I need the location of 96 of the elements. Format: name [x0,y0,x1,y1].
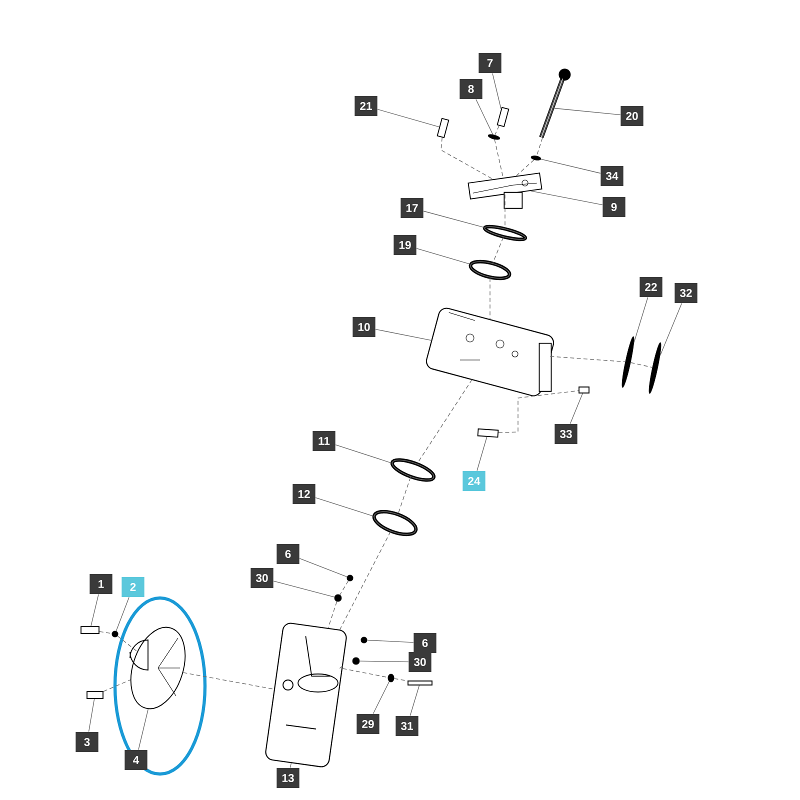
leader-line [138,708,149,750]
assembly-line [182,672,274,690]
callout-number: 8 [460,79,482,99]
callout-number: 24 [462,471,486,491]
assembly-line [440,137,494,180]
leader-line [375,328,432,341]
assembly-line [340,580,349,596]
callout-number: 10 [352,317,376,337]
leader-line [410,685,420,716]
leader-line [634,296,648,343]
assembly-line [394,678,408,682]
assembly-line [99,631,112,634]
callout-number: 29 [356,714,380,734]
o-ring-drawing [488,134,500,140]
leader-line [476,436,488,472]
assembly-line [492,237,504,264]
assembly-line [498,390,579,433]
leader-line [88,698,95,732]
leader-line [570,393,583,424]
callout-number: 21 [354,96,378,116]
assembly-line [103,679,131,692]
callout-number: 33 [554,424,578,444]
callout-number: 31 [396,716,418,736]
assembly-line [516,160,534,176]
leader-line [372,681,390,714]
leader-line [299,558,348,578]
bolt-drawing [436,118,450,138]
callout-number: 22 [640,277,662,297]
callout-number: 6 [414,633,436,653]
assembly-line [340,531,391,630]
callout-number: 2 [122,577,144,597]
leader-line [423,210,484,228]
assembly-line [630,362,653,368]
cover-drawing [130,626,186,710]
gasket-drawing [648,342,662,394]
assembly-line [416,379,472,464]
washer-drawing [334,594,342,602]
assembly-line [494,139,504,178]
assembly-line [494,125,500,136]
leader-line [335,444,392,464]
callout-number: 17 [400,198,424,218]
callout-number: 34 [600,166,624,186]
callout-number: 30 [250,568,274,588]
washer-drawing [112,630,118,638]
callout-number: 1 [90,574,112,594]
leader-line [492,72,502,110]
callout-number: 3 [76,732,98,752]
bracket-drawing [468,172,542,209]
assembly-line [117,636,138,652]
bolt-drawing [86,691,104,699]
dipstick-drawing [539,68,571,138]
assembly-line [550,356,626,362]
leader-line [359,660,409,662]
seal-ring-drawing [482,224,528,242]
bolt-drawing [477,428,499,438]
leader-line [530,190,603,206]
leader-line [540,158,601,174]
callout-number: 11 [312,431,336,451]
leader-line [416,248,471,265]
callout-number: 7 [478,53,502,73]
leader-line [116,596,130,632]
leader-line [290,762,292,768]
callout-number: 30 [408,652,432,672]
bolt-drawing [80,626,100,634]
washer-drawing [530,156,542,160]
nut-drawing [346,574,354,582]
assembly-line [339,665,388,678]
bolt-drawing [408,680,432,686]
leader-line [315,497,374,516]
bolt-drawing [496,106,510,128]
leader-line [90,594,99,626]
callout-number: 20 [620,106,644,126]
assembly-line [536,137,543,156]
callout-number: 19 [394,235,416,255]
leader-line [366,640,414,643]
bearing-drawing [372,510,418,536]
callout-number: 32 [674,283,698,303]
seal-ring-drawing [390,458,436,482]
callout-number: 6 [276,544,300,564]
washer-drawing [352,657,360,665]
leader-line [377,108,440,128]
leader-line [273,580,335,598]
leader-line [554,108,621,116]
assembly-line [398,476,411,514]
leader-line [660,302,682,356]
callout-number: 12 [292,484,316,504]
leader-line [476,98,494,135]
gasket-drawing [622,336,634,388]
callout-number: 13 [276,768,300,788]
callout-number: 9 [602,197,626,217]
washer-drawing [388,674,394,682]
nut-drawing [360,636,368,644]
pin-drawing [578,386,590,394]
bearing-drawing [468,260,512,280]
assembly-line [328,601,338,628]
callout-number: 4 [124,750,148,770]
